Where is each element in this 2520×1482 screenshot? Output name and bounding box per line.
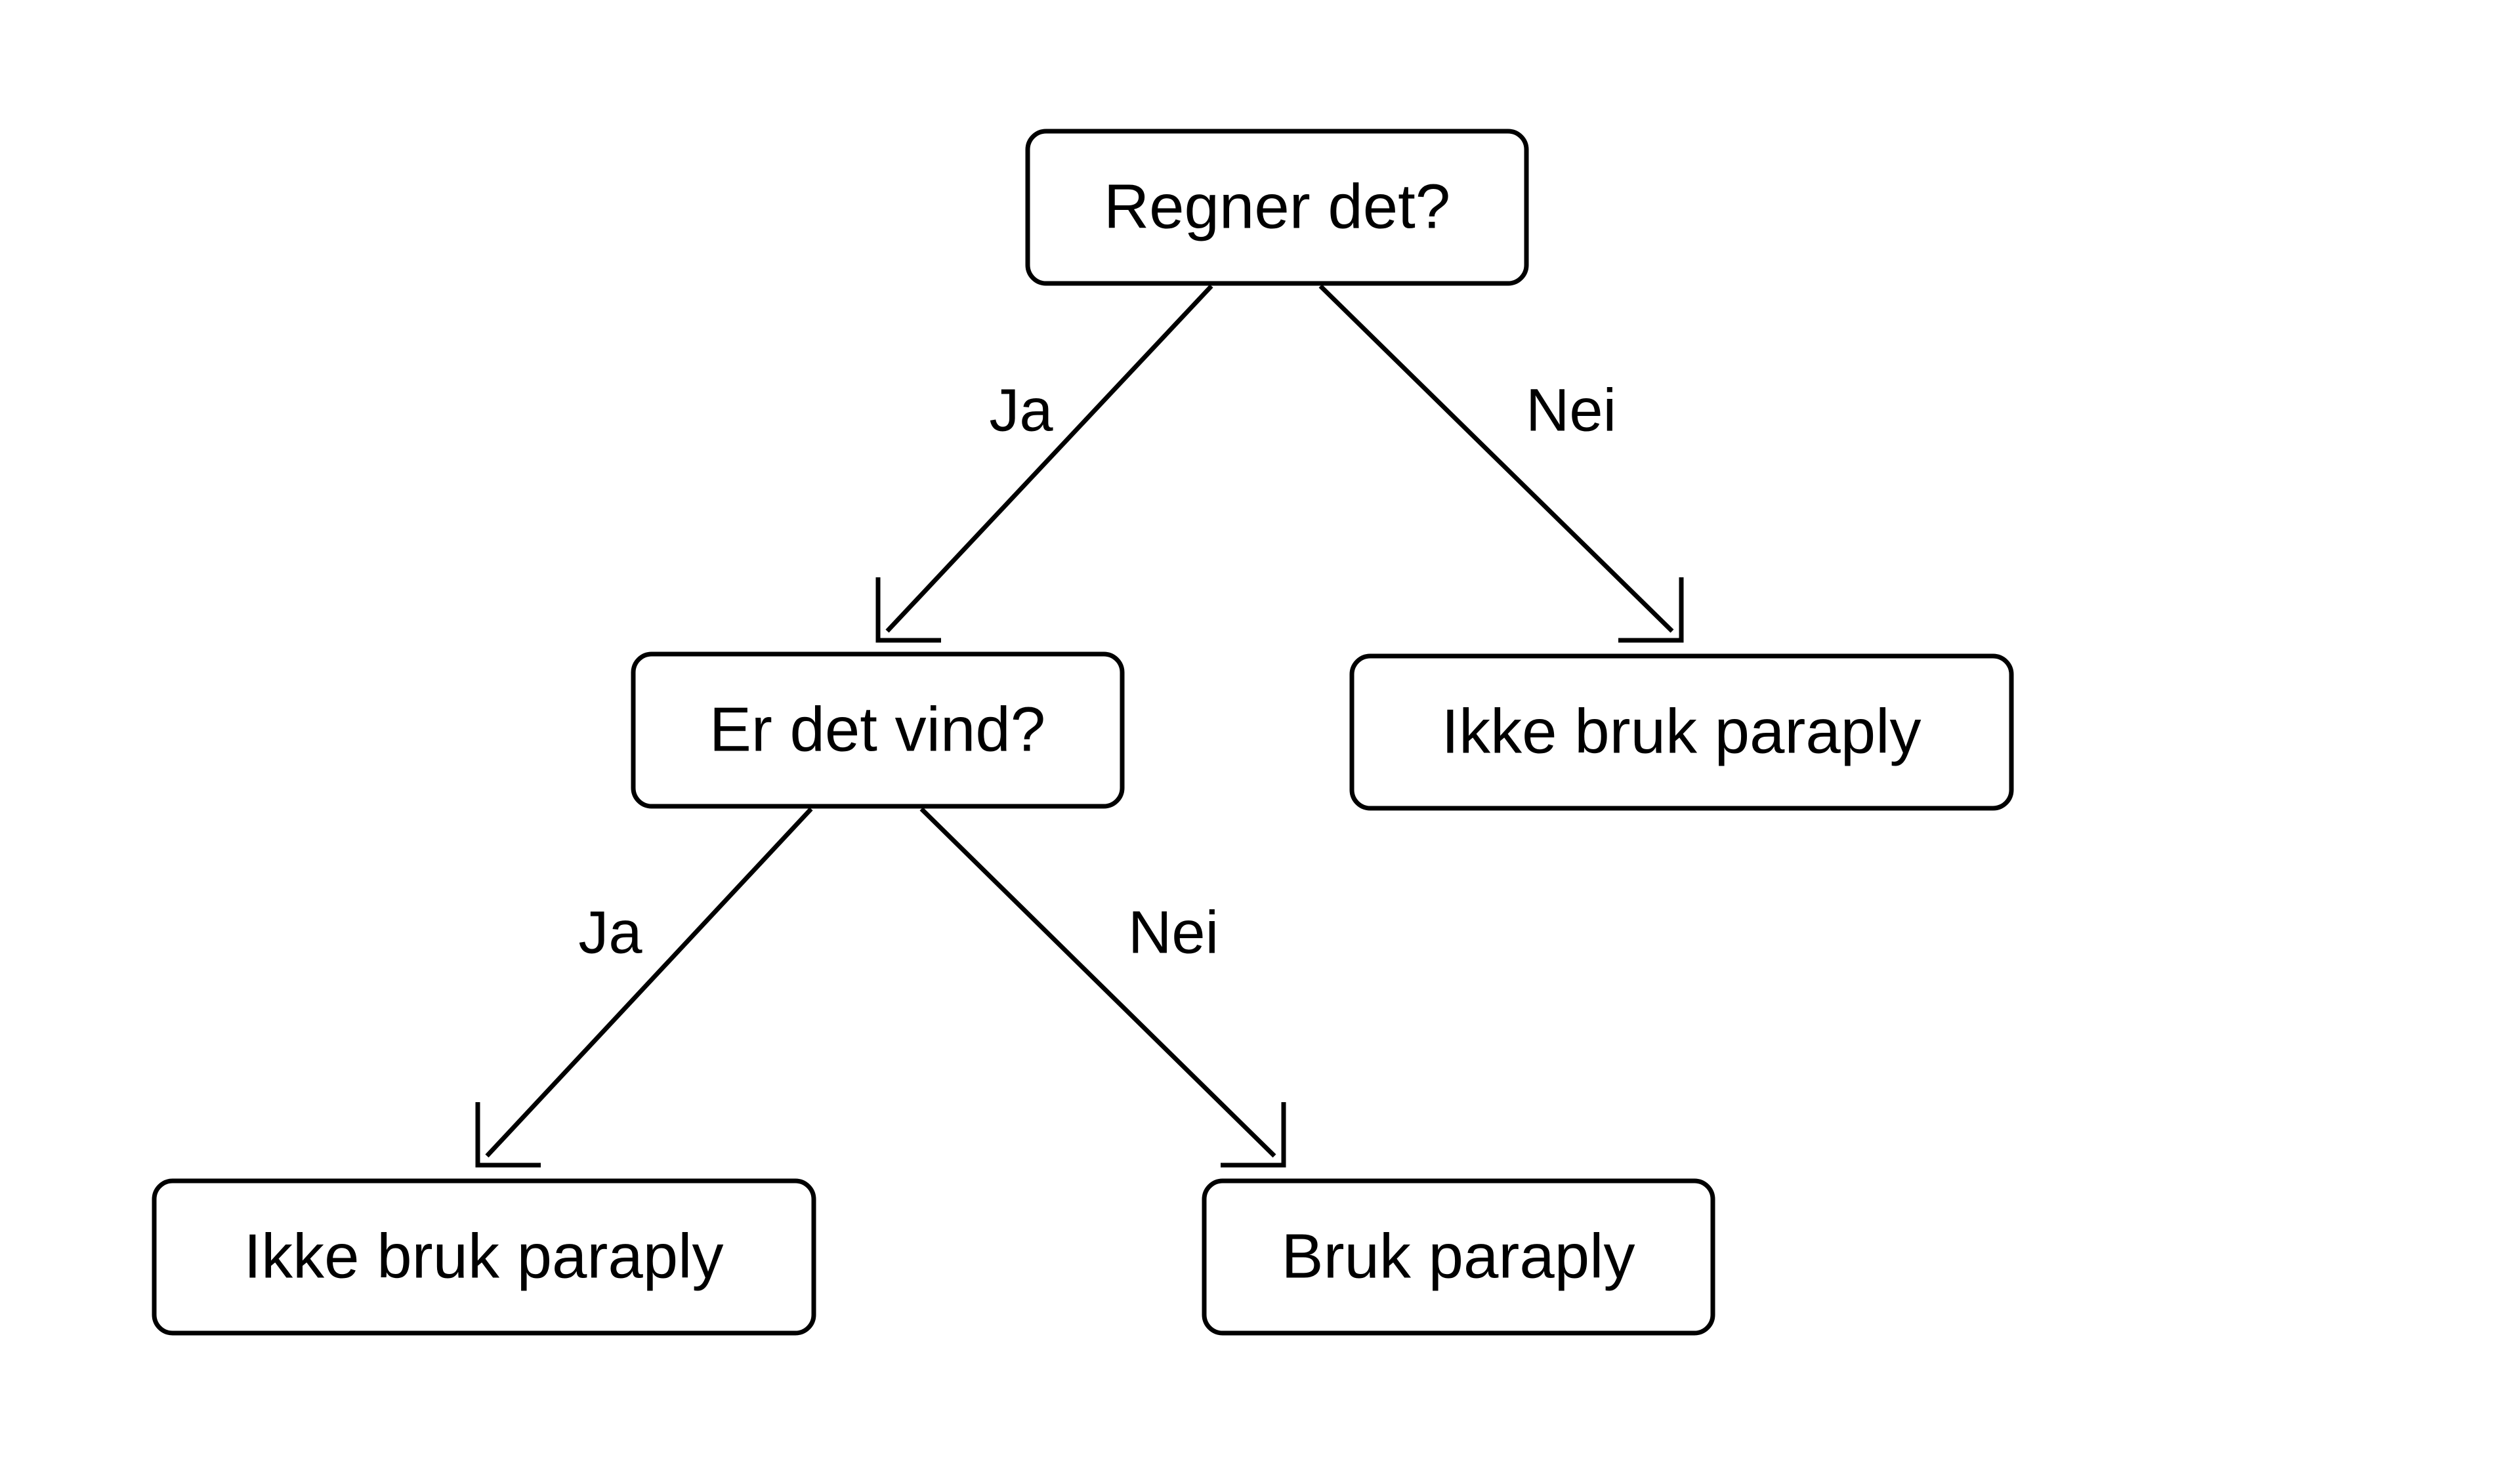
edge-label-wind-no: Nei xyxy=(1128,899,1219,966)
edge-root-no: Nei xyxy=(1318,284,1684,643)
node-box-calm-result[interactable] xyxy=(1202,1178,1715,1336)
edge-line-root-no xyxy=(1318,284,1674,633)
edge-label-root-yes: Ja xyxy=(989,377,1053,443)
node-label-root: Regner det? xyxy=(1104,171,1450,241)
node-box-windy-result[interactable] xyxy=(152,1178,816,1336)
node-box-no-rain-result[interactable] xyxy=(1349,653,2014,811)
node-label-calm-result: Bruk paraply xyxy=(1282,1221,1635,1291)
edge-label-wind-yes: Ja xyxy=(578,899,642,966)
node-windy-result[interactable]: Ikke bruk paraply xyxy=(152,1178,816,1336)
node-root[interactable]: Regner det? xyxy=(1025,129,1529,286)
node-no-rain-result[interactable]: Ikke bruk paraply xyxy=(1349,653,2014,811)
node-box-root[interactable] xyxy=(1025,129,1529,286)
edge-wind-yes: Ja xyxy=(475,807,813,1168)
arrowhead-wind-yes xyxy=(475,1102,541,1168)
node-label-no-rain-result: Ikke bruk paraply xyxy=(1441,696,1921,766)
node-calm-result[interactable]: Bruk paraply xyxy=(1202,1178,1715,1336)
arrowhead-root-yes xyxy=(875,577,941,643)
arrowhead-wind-no xyxy=(1221,1102,1286,1168)
node-label-windy-result: Ikke bruk paraply xyxy=(243,1221,723,1291)
node-wind[interactable]: Er det vind? xyxy=(631,651,1125,809)
edge-line-wind-no xyxy=(919,807,1276,1158)
node-layer: Regner det? Er det vind? Ikke bruk parap… xyxy=(152,129,2014,1336)
edge-line-wind-yes xyxy=(485,807,813,1158)
edge-wind-no: Nei xyxy=(919,807,1286,1168)
edge-root-yes: Ja xyxy=(875,284,1213,643)
node-label-wind: Er det vind? xyxy=(709,694,1045,764)
edge-line-root-yes xyxy=(885,284,1213,633)
edge-label-root-no: Nei xyxy=(1526,377,1616,443)
node-box-wind[interactable] xyxy=(631,651,1125,809)
edge-layer: Ja Nei Ja Nei xyxy=(475,284,1684,1168)
arrowhead-root-no xyxy=(1618,577,1684,643)
